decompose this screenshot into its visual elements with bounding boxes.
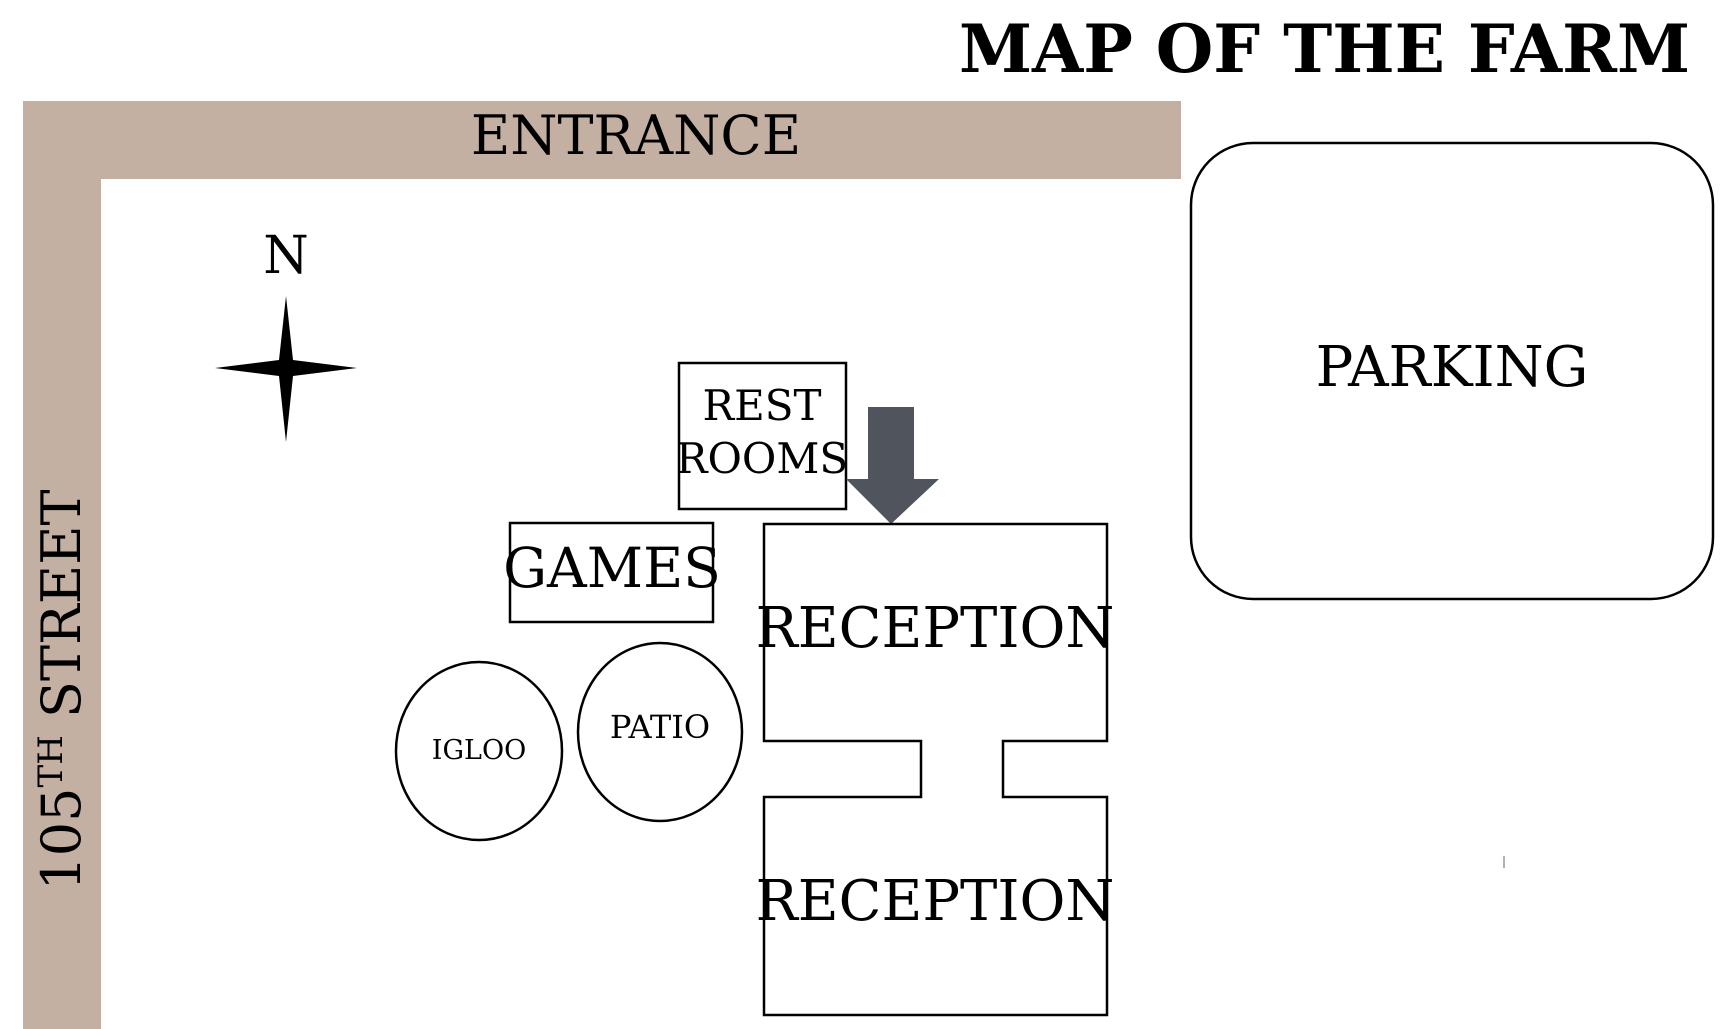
parking-label: PARKING: [1316, 335, 1589, 400]
patio-label: PATIO: [610, 708, 710, 746]
reception-bottom-label: RECEPTION: [756, 869, 1115, 934]
parking-area: [1189, 141, 1715, 601]
map-title: MAP OF THE FARM: [959, 10, 1690, 88]
entrance-label: ENTRANCE: [471, 104, 801, 167]
restrooms-label-line2: ROOMS: [676, 434, 848, 483]
compass: N: [215, 226, 357, 442]
street-name: STREET: [30, 489, 93, 735]
street-label: 105TH STREET: [30, 489, 93, 890]
street-road: [23, 101, 101, 1029]
entrance-road: [23, 101, 1181, 179]
street-number: 105: [30, 787, 93, 890]
entry-arrow-icon: [846, 407, 939, 524]
igloo-label: IGLOO: [432, 735, 526, 766]
north-label: N: [263, 226, 309, 286]
compass-star-icon: [215, 296, 357, 442]
games-label: GAMES: [503, 536, 721, 600]
street-superscript: TH: [31, 735, 71, 787]
restrooms-label-line1: REST: [702, 381, 821, 430]
igloo-area: [394, 660, 564, 842]
patio-area: [576, 641, 744, 823]
roads: [23, 101, 1181, 1029]
reception-building: [762, 522, 1109, 1017]
restrooms-area: [677, 361, 848, 511]
games-area: [508, 521, 715, 624]
reception-top-label: RECEPTION: [756, 596, 1115, 661]
